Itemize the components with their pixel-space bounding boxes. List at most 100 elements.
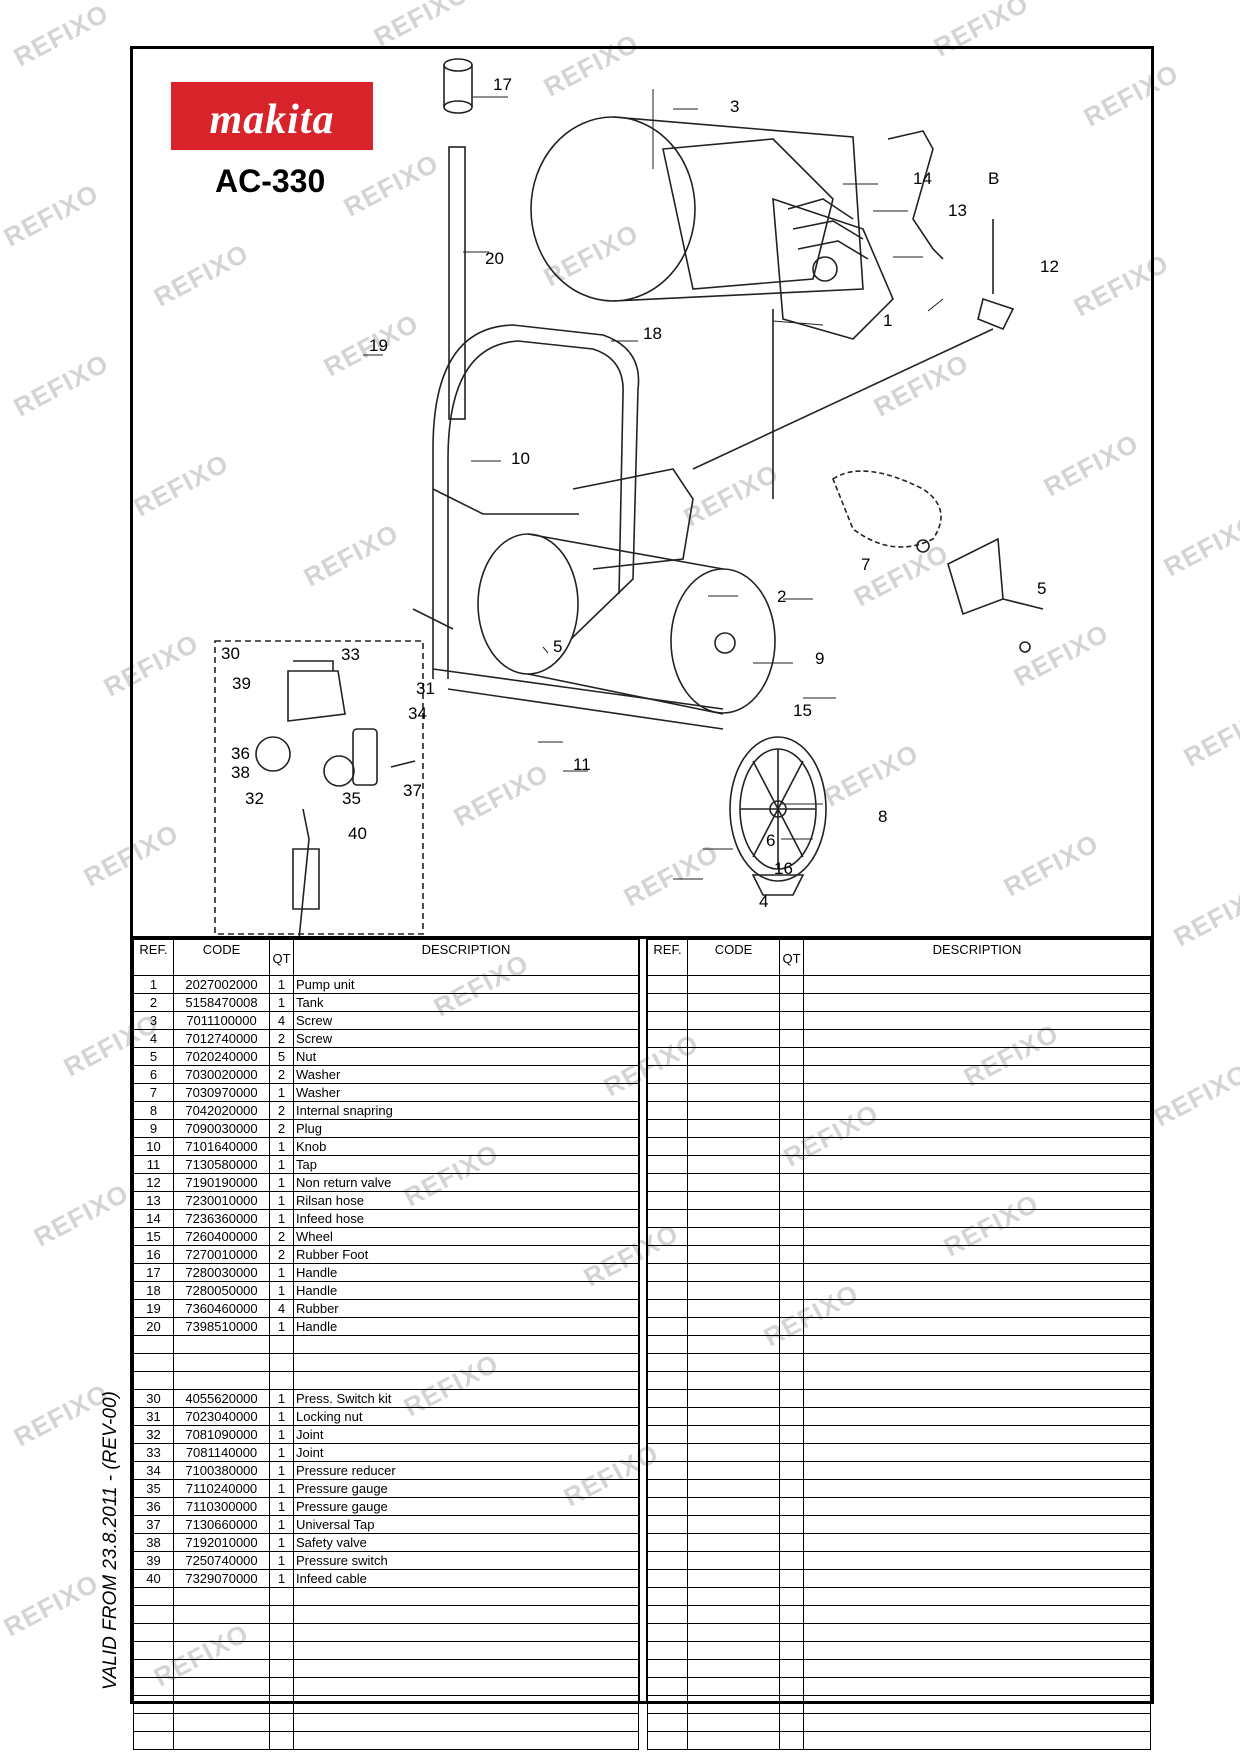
- table-divider: [639, 939, 647, 1701]
- empty-cell: [779, 1713, 804, 1732]
- empty-rows: [647, 975, 1151, 1750]
- empty-cell: [647, 1227, 688, 1246]
- cell-ref: [133, 1731, 174, 1750]
- empty-cell: [647, 1425, 688, 1444]
- empty-cell: [687, 1047, 780, 1066]
- empty-cell: [803, 1443, 1151, 1462]
- cell-code: 7280030000: [173, 1263, 270, 1282]
- cell-description: [293, 1695, 639, 1714]
- cell-ref: 1: [133, 975, 174, 994]
- empty-cell: [647, 1497, 688, 1516]
- empty-cell: [803, 1515, 1151, 1534]
- cell-description: Tap: [293, 1155, 639, 1174]
- cell-qty: 1: [269, 975, 294, 994]
- empty-cell: [647, 1641, 688, 1660]
- cell-ref: 13: [133, 1191, 174, 1210]
- table-row: [133, 1335, 639, 1354]
- cell-description: Handle: [293, 1317, 639, 1336]
- cell-code: 7101640000: [173, 1137, 270, 1156]
- table-row: [133, 1713, 639, 1732]
- cell-code: [173, 1641, 270, 1660]
- cell-description: [293, 1659, 639, 1678]
- empty-cell: [647, 1155, 688, 1174]
- empty-cell: [779, 1569, 804, 1588]
- empty-cell: [647, 1587, 688, 1606]
- table-row: [647, 1659, 1151, 1678]
- table-row: [647, 993, 1151, 1012]
- empty-cell: [647, 1029, 688, 1048]
- empty-cell: [687, 1173, 780, 1192]
- parts-table-right: REF. CODE QT DESCRIPTION: [647, 939, 1151, 1750]
- cell-ref: [133, 1641, 174, 1660]
- cell-code: [173, 1353, 270, 1372]
- empty-cell: [803, 1731, 1151, 1750]
- cell-description: Rubber: [293, 1299, 639, 1318]
- empty-cell: [647, 1317, 688, 1336]
- cell-qty: 1: [269, 1515, 294, 1534]
- cell-code: 7236360000: [173, 1209, 270, 1228]
- cell-qty: 2: [269, 1227, 294, 1246]
- empty-cell: [687, 1569, 780, 1588]
- cell-ref: 30: [133, 1389, 174, 1408]
- watermark-text: REFIXO: [8, 347, 114, 423]
- empty-cell: [647, 1551, 688, 1570]
- table-row: [647, 1137, 1151, 1156]
- cell-qty: 1: [269, 1173, 294, 1192]
- empty-cell: [687, 1641, 780, 1660]
- table-row: [647, 1641, 1151, 1660]
- empty-cell: [647, 1083, 688, 1102]
- cell-code: 7090030000: [173, 1119, 270, 1138]
- cell-qty: 2: [269, 1119, 294, 1138]
- empty-cell: [687, 1731, 780, 1750]
- empty-cell: [687, 1659, 780, 1678]
- cell-ref: 15: [133, 1227, 174, 1246]
- empty-cell: [687, 1083, 780, 1102]
- empty-cell: [687, 1587, 780, 1606]
- empty-cell: [647, 1173, 688, 1192]
- cell-code: 5158470008: [173, 993, 270, 1012]
- cell-code: 7329070000: [173, 1569, 270, 1588]
- cell-description: Internal snapring: [293, 1101, 639, 1120]
- empty-cell: [647, 1371, 688, 1390]
- empty-cell: [647, 1353, 688, 1372]
- cell-qty: 1: [269, 1191, 294, 1210]
- cell-description: [293, 1641, 639, 1660]
- empty-cell: [687, 1551, 780, 1570]
- cell-qty: 1: [269, 1389, 294, 1408]
- empty-cell: [779, 1299, 804, 1318]
- frame-drawing: [412, 324, 724, 730]
- empty-cell: [803, 1479, 1151, 1498]
- cell-description: Washer: [293, 1065, 639, 1084]
- watermark-text: REFIXO: [28, 1177, 134, 1253]
- tank-drawing: [477, 468, 776, 715]
- cell-qty: [269, 1641, 294, 1660]
- cell-ref: 34: [133, 1461, 174, 1480]
- cell-description: Washer: [293, 1083, 639, 1102]
- empty-cell: [647, 1407, 688, 1426]
- cell-description: [293, 1623, 639, 1642]
- table-header: REF. CODE QT DESCRIPTION: [133, 939, 639, 976]
- switch-kit-box: [214, 640, 424, 935]
- cell-code: 7192010000: [173, 1533, 270, 1552]
- empty-cell: [803, 1605, 1151, 1624]
- empty-cell: [779, 1011, 804, 1030]
- table-row: [133, 1695, 639, 1714]
- callout-11: 11: [573, 755, 591, 774]
- cell-ref: 19: [133, 1299, 174, 1318]
- cell-code: 7360460000: [173, 1299, 270, 1318]
- cell-ref: 2: [133, 993, 174, 1012]
- empty-cell: [647, 1245, 688, 1264]
- table-row: [133, 1731, 639, 1750]
- wheel-drawing: [729, 736, 827, 896]
- empty-cell: [647, 1065, 688, 1084]
- empty-cell: [803, 1173, 1151, 1192]
- empty-cell: [803, 1353, 1151, 1372]
